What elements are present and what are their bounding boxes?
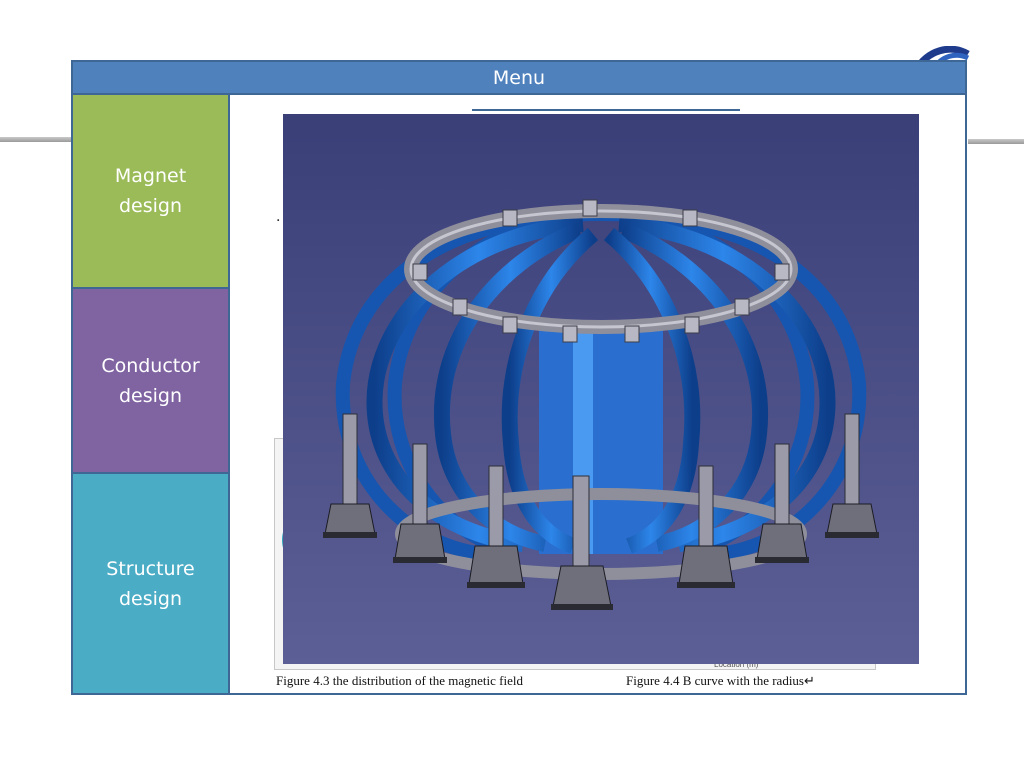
sidebar-item-magnet-design[interactable]: Magnet design	[73, 95, 230, 289]
slide-rule-left	[0, 137, 75, 142]
menu-title: Menu	[492, 66, 546, 89]
document-fragment: ·	[276, 213, 281, 229]
sidebar-item-label: Magnet design	[114, 165, 187, 217]
sidebar-item-label: Conductor design	[101, 354, 200, 407]
axis-location-label: Location (m)	[714, 660, 759, 669]
figure-caption-left: Figure 4.3 the distribution of the magne…	[276, 673, 523, 688]
sidebar-item-structure-design[interactable]: Structure design	[73, 474, 230, 693]
document-divider	[472, 109, 740, 111]
tokamak-model-image	[283, 114, 919, 664]
slide-rule-right	[968, 139, 1024, 144]
menu-header: Menu	[73, 62, 965, 95]
sidebar-item-label: Structure design	[106, 557, 195, 610]
sidebar-item-conductor-design[interactable]: Conductor design	[73, 289, 230, 474]
figure-caption-right: Figure 4.4 B curve with the radius↵	[626, 673, 815, 688]
